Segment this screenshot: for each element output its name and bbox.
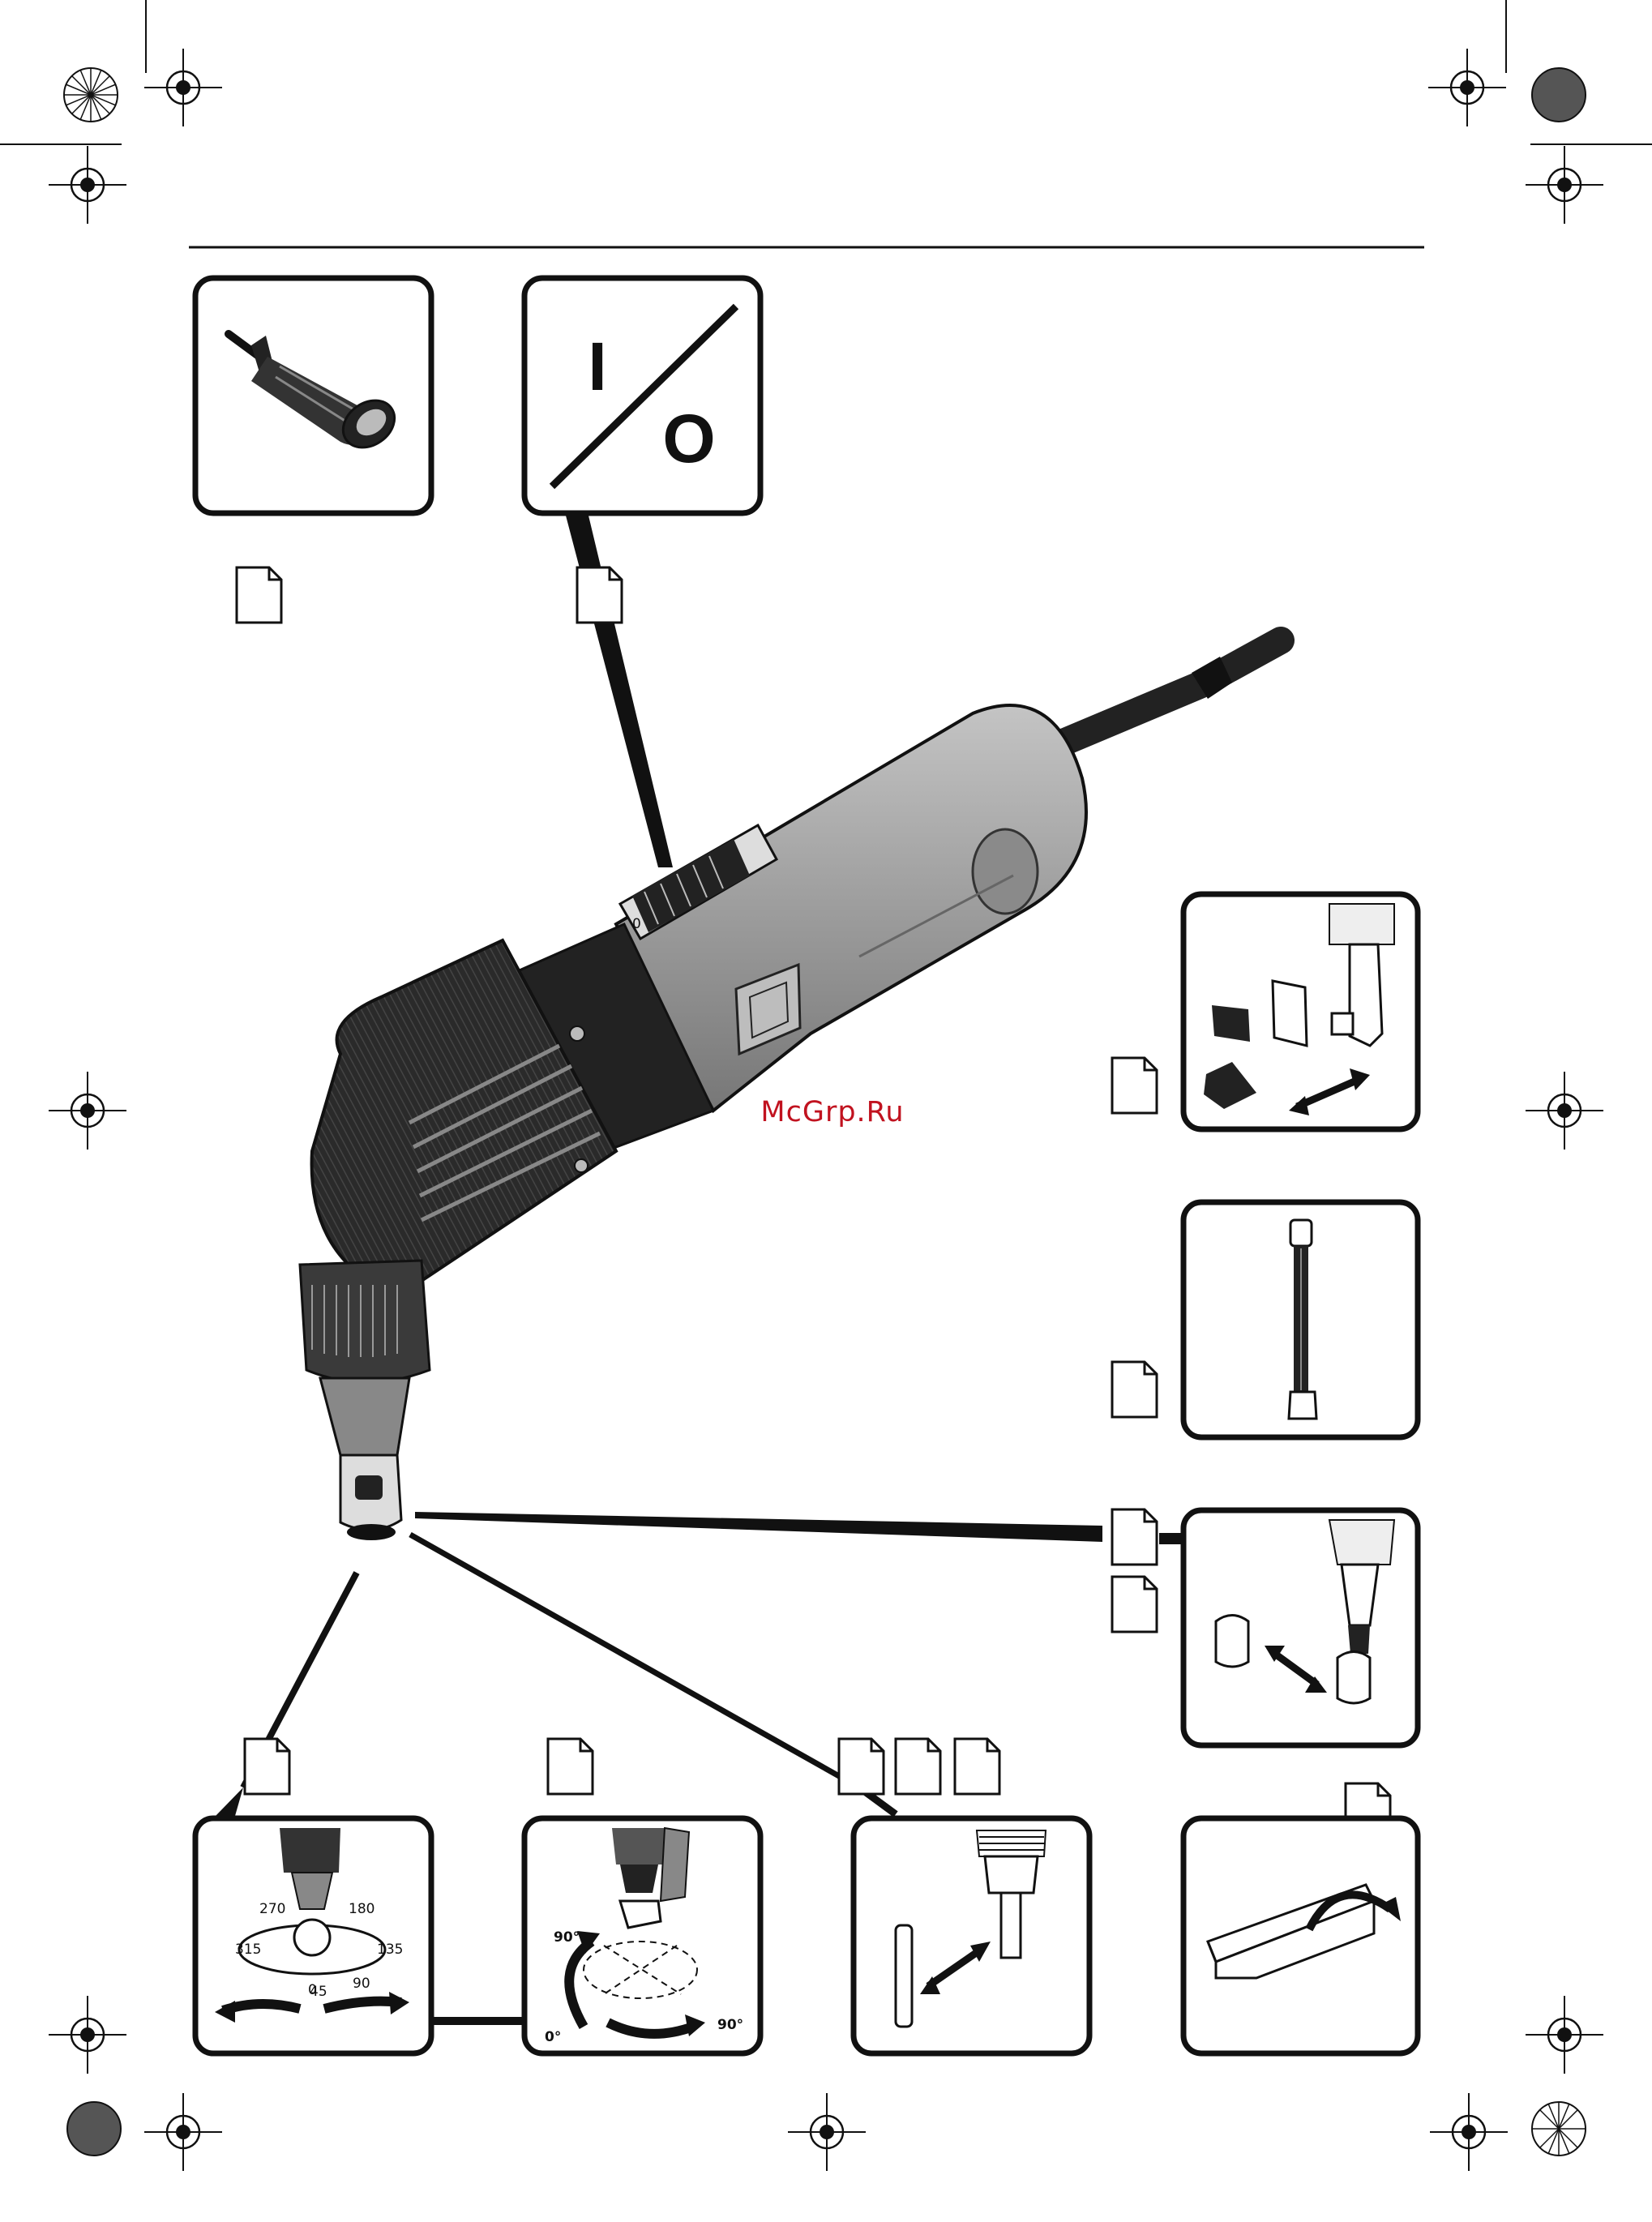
dial-label: 135: [377, 1942, 403, 1958]
crosshair-icon: [1526, 1072, 1603, 1150]
document-icon: [245, 1739, 289, 1794]
panel-die-rotation: 0 45 90 135 180 270 315: [195, 1818, 431, 2053]
crosshair-icon: [49, 146, 126, 224]
dial-label: 315: [235, 1942, 261, 1958]
grey-disc-icon: [1532, 68, 1586, 122]
wrench-icon: [1290, 1220, 1312, 1246]
document-icon: [839, 1739, 884, 1794]
angle-label-bottom-right: 90°: [717, 2017, 743, 2033]
panel-sheet-cut: [1183, 1818, 1418, 2053]
on-symbol: I: [588, 328, 606, 405]
crosshair-icon: [1526, 146, 1603, 224]
crosshair-icon: [1526, 1996, 1603, 2074]
document-icon: [237, 567, 281, 623]
angle-label-top: 90°: [554, 1929, 580, 1946]
dial-label: 90: [353, 1976, 370, 1992]
switch-position-label: 0: [632, 916, 641, 932]
document-icon: [1112, 1577, 1157, 1632]
panel-on-off-switch: I O: [524, 278, 760, 513]
document-icon: [1112, 1362, 1157, 1417]
die-holder-chuck: [300, 1261, 430, 1382]
grey-disc-icon: [67, 2102, 121, 2156]
panel-punch-exchange: [854, 1818, 1089, 2053]
power-cord: [1046, 640, 1281, 750]
crosshair-icon: [1428, 49, 1506, 126]
panel-die-exchange: [1183, 1510, 1418, 1745]
panel-angle-adjust: 90° 0° 90°: [524, 1818, 760, 2053]
document-icon: [955, 1739, 999, 1794]
crosshair-icon: [144, 2093, 222, 2171]
dial-label: 180: [349, 1901, 374, 1917]
crosshair-icon: [144, 49, 222, 126]
dial-label: 45: [310, 1984, 327, 2000]
panel-side-handle: [195, 278, 431, 513]
watermark-text: McGrp.Ru: [760, 1096, 904, 1128]
document-icon: [548, 1739, 593, 1794]
crosshair-icon: [49, 1996, 126, 2074]
off-symbol: O: [662, 400, 715, 477]
document-icon: [1112, 1509, 1157, 1565]
document-icon: [1112, 1058, 1157, 1113]
document-icon: [896, 1739, 940, 1794]
panel-wrench: [1183, 1202, 1418, 1437]
panel-parts-exchange: [1183, 894, 1418, 1129]
document-icon: [577, 567, 622, 623]
dial-label: 270: [259, 1901, 285, 1917]
crosshair-icon: [788, 2093, 866, 2171]
crosshair-icon: [1430, 2093, 1508, 2171]
crosshair-icon: [49, 1072, 126, 1150]
angle-label-bottom-left: 0°: [545, 2029, 561, 2045]
